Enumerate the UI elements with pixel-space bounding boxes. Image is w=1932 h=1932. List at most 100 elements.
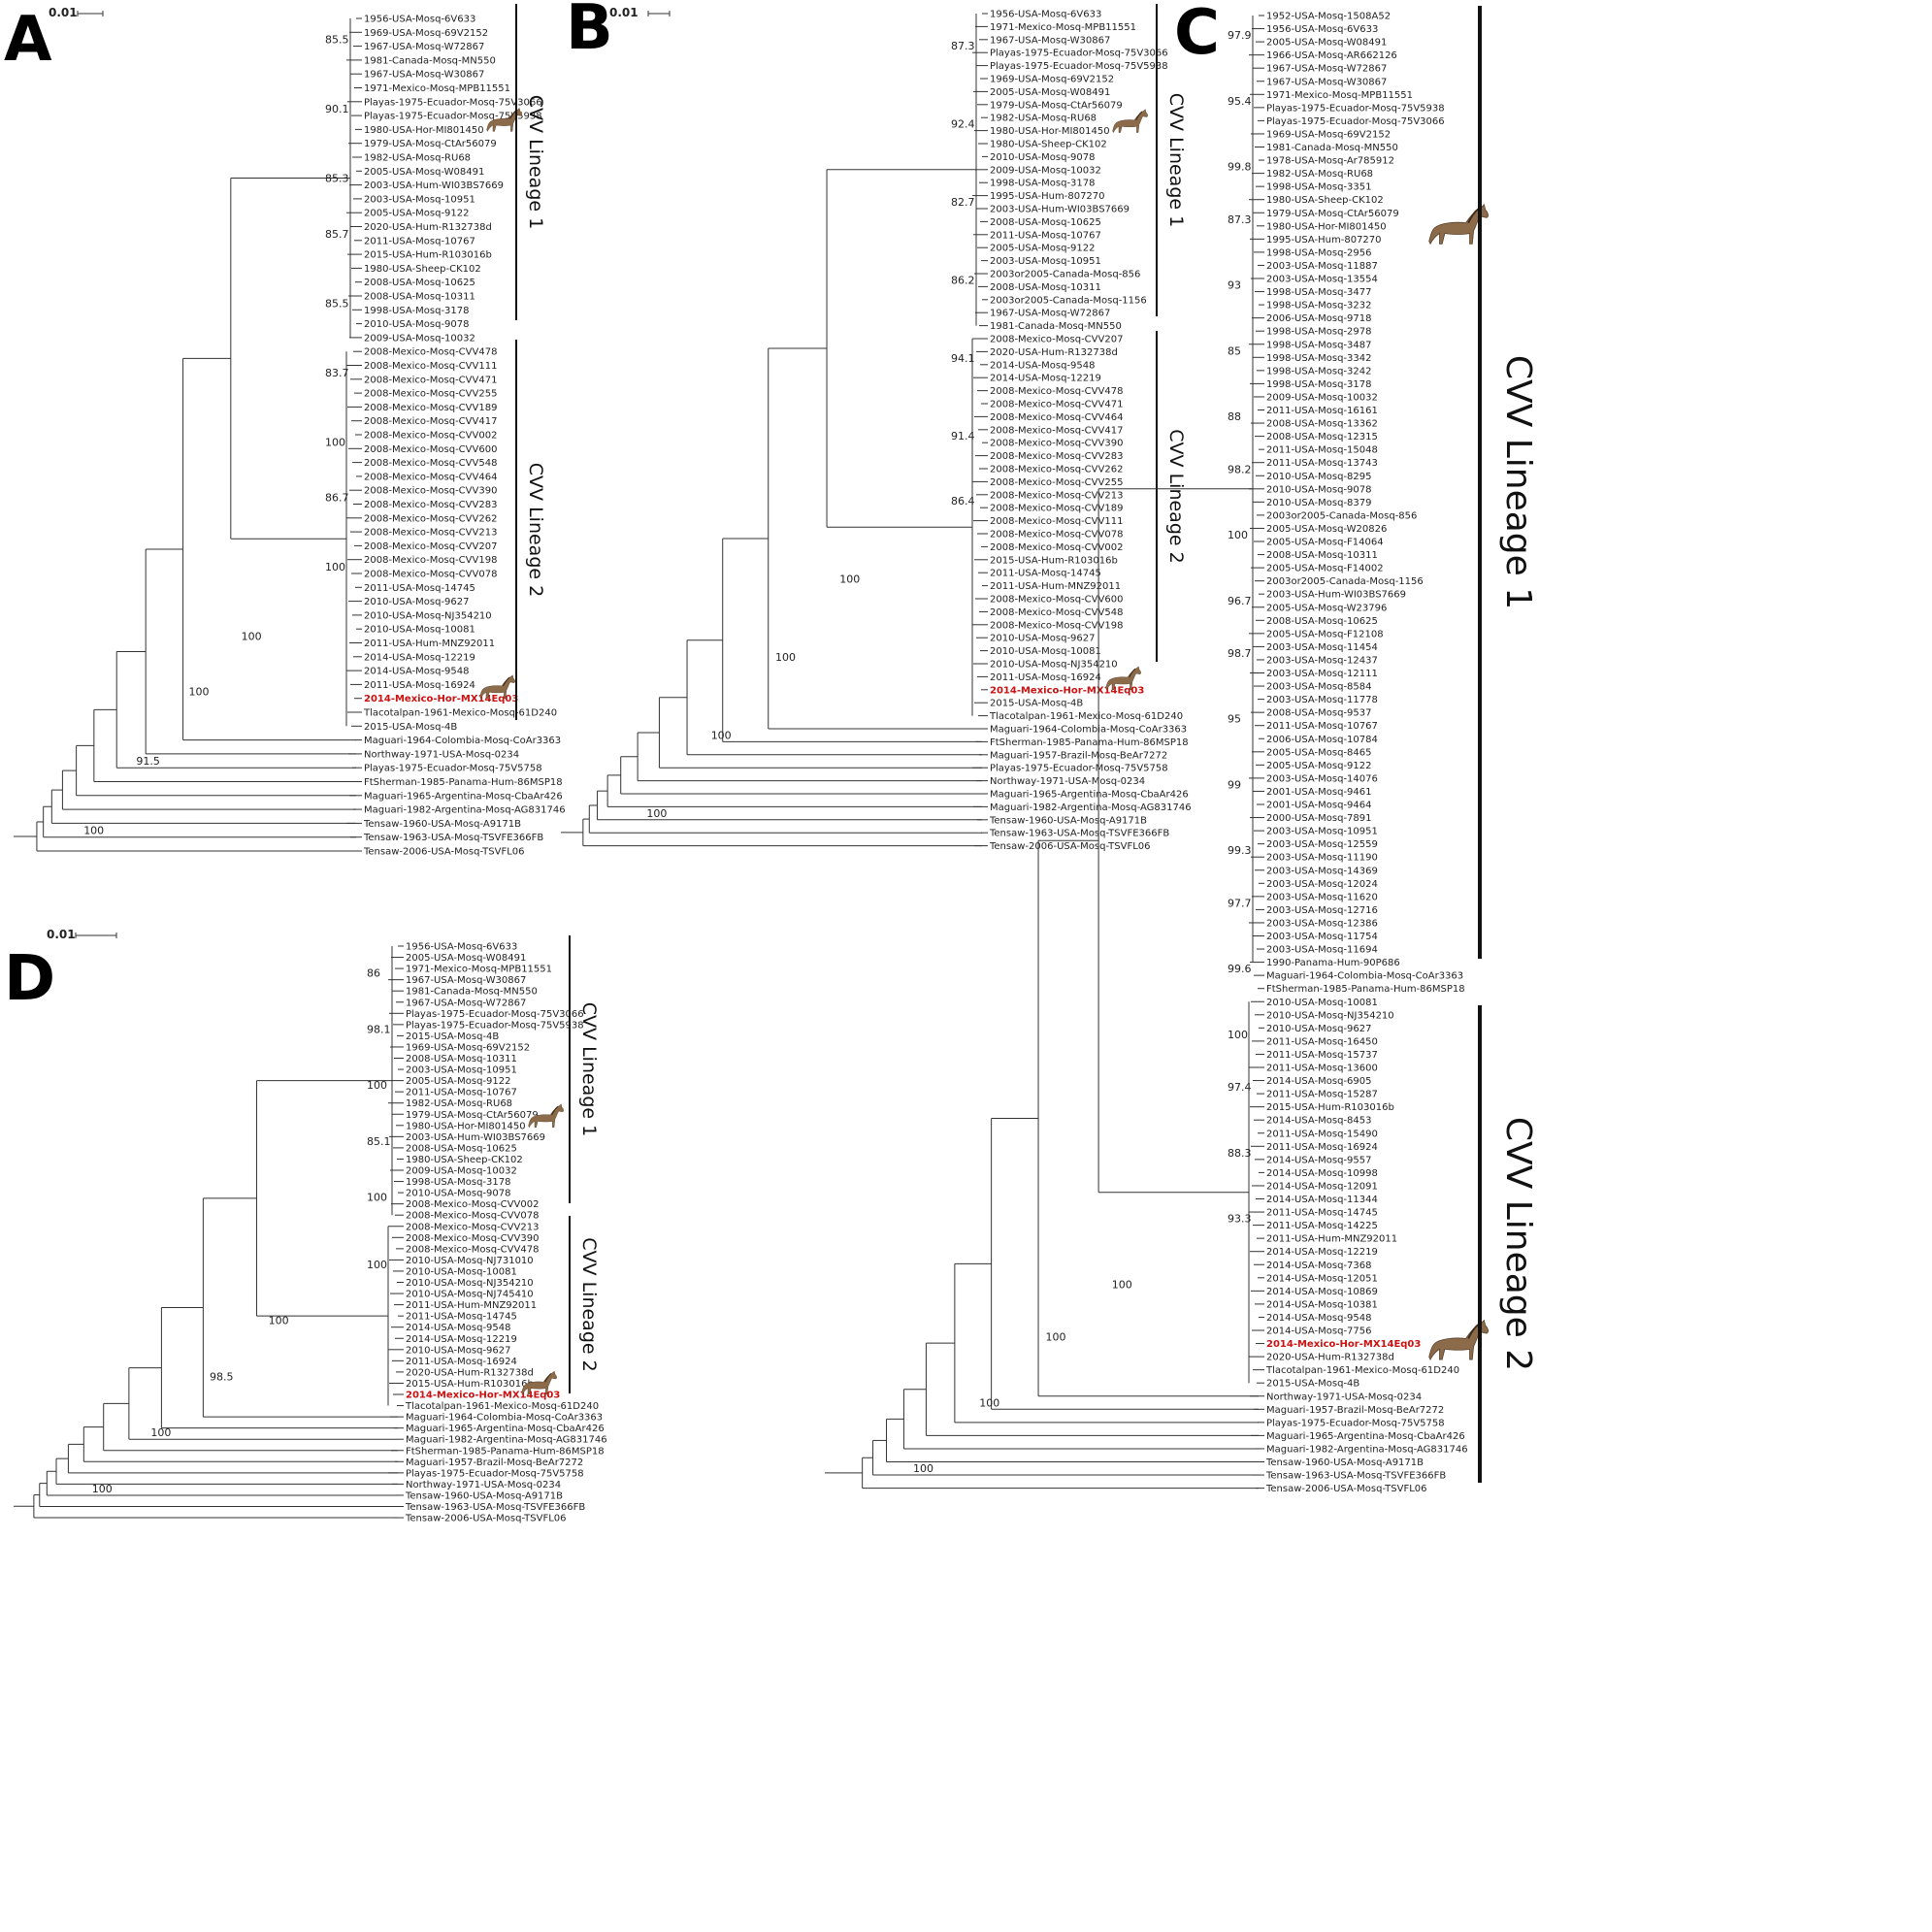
leaf-label: 2011-USA-Hum-MNZ92011 [1266,1234,1397,1245]
leaf-label: 1981-Canada-Mosq-MN550 [1266,143,1398,153]
leaf-label: 2014-USA-Mosq-9557 [1266,1155,1372,1165]
leaf-label: Maguari-1965-Argentina-Mosq-CbaAr426 [1266,1431,1465,1442]
lineage-label: CVV Lineage 2 [578,1237,600,1371]
bootstrap-support: 88.3 [1228,1147,1252,1160]
leaf-label: 2005-USA-Mosq-W08491 [1266,38,1387,49]
leaf-label: Northway-1971-USA-Mosq-0234 [1266,1392,1422,1402]
bootstrap-support: 100 [367,1079,387,1092]
leaf-label: 1971-Mexico-Mosq-MPB11551 [1266,90,1413,101]
bootstrap-support: 98.7 [1228,647,1252,660]
bootstrap-support: 93.3 [1228,1213,1252,1226]
leaf-label: 2003-USA-Mosq-12437 [1266,655,1378,666]
bootstrap-support: 93 [1228,279,1241,292]
leaf-label: 2008-USA-Mosq-13362 [1266,419,1378,430]
leaf-label: 2009-USA-Mosq-10032 [990,165,1101,176]
leaf-label: Playas-1975-Ecuador-Mosq-75V3066 [990,49,1168,59]
leaf-label: 2008-Mexico-Mosq-CVV471 [364,375,497,385]
scale-bar-label: 0.01 [49,6,78,19]
leaf-label: 1956-USA-Mosq-6V633 [1266,24,1378,35]
leaf-label: Northway-1971-USA-Mosq-0234 [990,776,1145,787]
leaf-label: 2003-USA-Mosq-11754 [1266,932,1378,942]
bootstrap-support: 97.4 [1228,1081,1252,1094]
leaf-label: 2005-USA-Mosq-W08491 [406,953,526,964]
leaf-label: 2008-USA-Mosq-10625 [1266,616,1378,627]
leaf-label: 2008-Mexico-Mosq-CVV078 [364,570,497,580]
leaf-label: 2008-Mexico-Mosq-CVV262 [364,513,497,524]
leaf-label: 1981-Canada-Mosq-MN550 [990,321,1122,332]
leaf-label: 2014-USA-Mosq-9548 [406,1323,511,1333]
leaf-label: 1967-USA-Mosq-W72867 [990,309,1110,319]
leaf-label: Tensaw-1963-USA-Mosq-TSVFE366FB [989,829,1169,839]
leaf-label: 2003-USA-Mosq-10951 [364,194,475,205]
leaf-label: Tlacotalpan-1961-Mexico-Mosq-61D240 [405,1401,599,1412]
leaf-label: 2008-Mexico-Mosq-CVV255 [364,389,497,400]
leaf-label: 2008-Mexico-Mosq-CVV207 [990,335,1123,345]
leaf-label: 2014-USA-Mosq-10381 [1266,1299,1378,1310]
leaf-label: 1979-USA-Mosq-CtAr56079 [406,1110,539,1121]
leaf-label: 2005-USA-Mosq-F14002 [1266,564,1384,574]
leaf-label: 2008-Mexico-Mosq-CVV111 [364,361,497,372]
bootstrap-support: 100 [646,807,667,820]
leaf-label: 2014-USA-Mosq-6905 [1266,1076,1372,1087]
horse-icon [1105,666,1141,691]
leaf-label: 2009-USA-Mosq-10032 [1266,392,1378,403]
leaf-label: 1967-USA-Mosq-W30867 [406,975,526,986]
panel-letter: A [4,4,52,76]
leaf-label: 1995-USA-Hum-807270 [1266,235,1382,246]
bootstrap-support: 83.7 [325,367,349,379]
leaf-label: 2010-USA-Mosq-10081 [1266,998,1378,1008]
leaf-label: Maguari-1964-Colombia-Mosq-CoAr3363 [406,1413,603,1424]
leaf-label: 2010-USA-Mosq-9078 [1266,484,1372,495]
bootstrap-support: 82.7 [951,196,975,209]
scale-bar-label: 0.01 [609,6,639,19]
leaf-label: 1967-USA-Mosq-W72867 [364,42,484,52]
leaf-label: 2006-USA-Mosq-10784 [1266,735,1378,745]
bootstrap-support: 100 [1228,1029,1248,1041]
horse-icon [521,1370,557,1395]
leaf-label: 1980-USA-Hor-MI801450 [364,125,484,136]
leaf-label: 2014-USA-Mosq-10869 [1266,1287,1378,1297]
leaf-label: 2011-USA-Mosq-15490 [1266,1129,1378,1139]
leaf-label: 2003or2005-Canada-Mosq-856 [1266,510,1417,521]
leaf-label: 2010-USA-Mosq-10081 [364,625,475,636]
leaf-label: 2014-USA-Mosq-12219 [1266,1247,1378,1258]
leaf-label: Tensaw-1960-USA-Mosq-A9171B [363,819,521,830]
bootstrap-support: 100 [367,1259,387,1271]
bootstrap-support: 92.4 [951,118,975,131]
leaf-label: Playas-1975-Ecuador-Mosq-75V5938 [990,61,1168,72]
leaf-label: 2014-USA-Mosq-10998 [1266,1168,1378,1179]
leaf-label: Tlacotalpan-1961-Mexico-Mosq-61D240 [989,711,1183,722]
lineage-label: CVV Lineage 1 [578,1002,600,1136]
leaf-label: 2005-USA-Mosq-9122 [990,244,1096,254]
bootstrap-support: 100 [83,825,104,837]
bootstrap-support: 85.3 [325,173,349,185]
scale-bar [647,11,671,16]
leaf-label: 2008-USA-Mosq-10311 [1266,550,1378,561]
leaf-label: 2011-USA-Mosq-16924 [1266,1142,1378,1153]
leaf-label: 2008-Mexico-Mosq-CVV464 [364,472,497,482]
bootstrap-support: 100 [775,651,796,664]
leaf-label: 2008-Mexico-Mosq-CVV213 [990,490,1123,501]
panel-letter: D [4,943,55,1015]
leaf-label: 2008-Mexico-Mosq-CVV189 [364,403,497,413]
bootstrap-support: 97.9 [1228,29,1252,42]
lineage-label: CVV Lineage 2 [1498,1117,1538,1371]
leaf-label: 2015-USA-Hum-R103016b [990,555,1118,566]
leaf-label: 1980-USA-Hor-MI801450 [406,1121,526,1131]
leaf-label: Maguari-1982-Argentina-Mosq-AG831746 [406,1435,607,1446]
leaf-label: 2014-USA-Mosq-12051 [1266,1273,1378,1284]
leaf-label: 2005-USA-Mosq-W23796 [1266,603,1387,613]
leaf-label: 2020-USA-Hum-R132738d [1266,1353,1394,1363]
leaf-label: Tensaw-1963-USA-Mosq-TSVFE366FB [1265,1471,1446,1482]
leaf-label: 1998-USA-Mosq-3351 [1266,182,1372,193]
bootstrap-support: 86.2 [951,274,975,286]
leaf-label: 2010-USA-Mosq-NJ731010 [406,1256,534,1266]
leaf-label: 2008-Mexico-Mosq-CVV600 [990,595,1123,606]
leaf-label: 2008-Mexico-Mosq-CVV283 [364,500,497,510]
leaf-label: Tensaw-1963-USA-Mosq-TSVFE366FB [405,1502,585,1513]
leaf-label: Maguari-1957-Brazil-Mosq-BeAr7272 [990,750,1167,761]
leaf-label: 2008-USA-Mosq-10625 [364,278,475,288]
leaf-label: 2014-USA-Mosq-9548 [990,360,1096,371]
leaf-label: 2006-USA-Mosq-9718 [1266,313,1372,324]
